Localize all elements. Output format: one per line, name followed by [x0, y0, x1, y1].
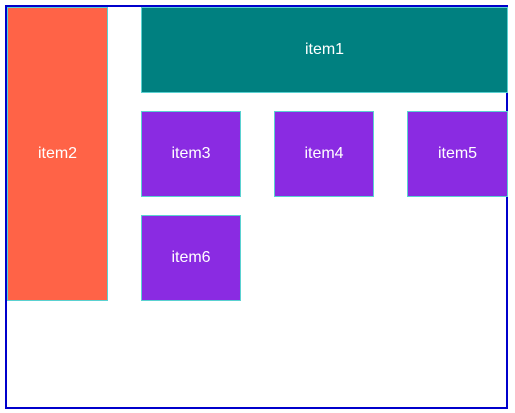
grid-container: item1 item2 item3 item4 item5 item6 [5, 5, 508, 409]
grid-item-3: item3 [141, 111, 241, 197]
grid-item-1: item1 [141, 7, 508, 93]
grid-item-4: item4 [274, 111, 374, 197]
grid-item-2: item2 [7, 7, 108, 301]
grid-item-5: item5 [407, 111, 508, 197]
grid-item-6: item6 [141, 215, 241, 301]
